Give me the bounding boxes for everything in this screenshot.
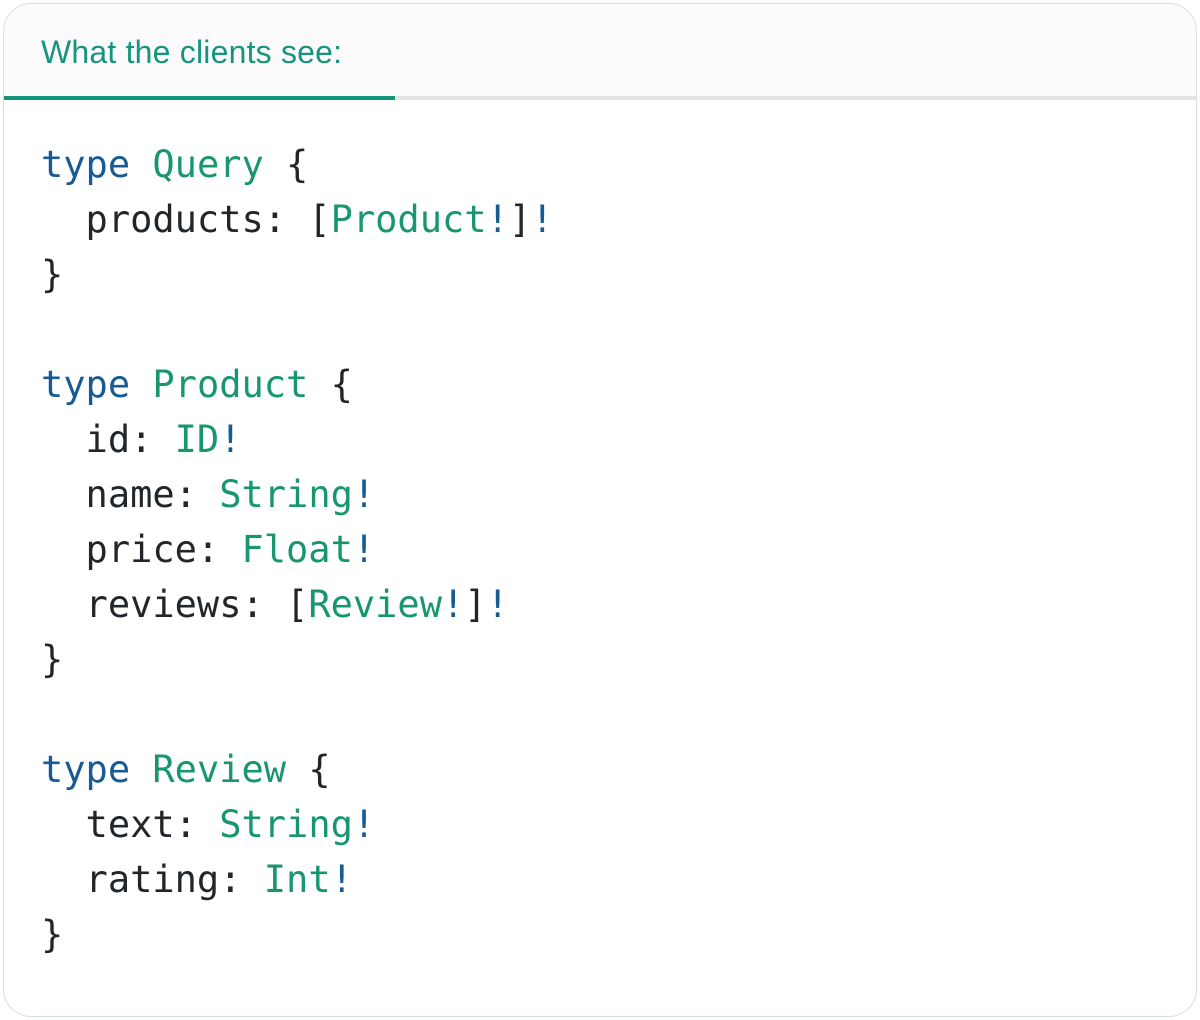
header-divider [4, 96, 1196, 100]
code-token-type: Review [308, 583, 442, 626]
code-token-plain: { [263, 143, 309, 186]
code-token-keyword: ! [352, 528, 376, 571]
code-line: } [41, 907, 1156, 962]
code-line [41, 687, 1156, 742]
code-line: id: ID! [41, 412, 1156, 467]
code-token-plain: } [41, 913, 64, 956]
code-line: price: Float! [41, 522, 1156, 577]
code-block: type Query { products: [Product!]!} type… [4, 100, 1196, 962]
code-line: products: [Product!]! [41, 192, 1156, 247]
code-token-type: ID [174, 418, 220, 461]
code-line [41, 302, 1156, 357]
panel-header: What the clients see: [4, 4, 1196, 96]
code-token-plain [130, 143, 152, 186]
code-token-plain: ] [508, 198, 532, 241]
code-line: text: String! [41, 797, 1156, 852]
code-token-plain: rating: [41, 858, 264, 901]
code-token-keyword: ! [486, 198, 509, 241]
code-token-keyword: ! [531, 198, 554, 241]
code-token-keyword: ! [352, 803, 376, 846]
code-token-plain: name: [41, 473, 220, 516]
code-token-plain [130, 748, 152, 791]
code-panel: What the clients see: type Query { produ… [3, 3, 1197, 1017]
tab-what-clients-see[interactable]: What the clients see: [4, 4, 387, 96]
code-token-plain: { [308, 363, 353, 406]
code-token-keyword: ! [486, 583, 509, 626]
code-token-type: String [219, 473, 353, 516]
code-token-plain: price: [41, 528, 242, 571]
code-token-plain: products: [ [41, 198, 331, 241]
code-line: reviews: [Review!]! [41, 577, 1156, 632]
code-token-keyword: ! [352, 473, 376, 516]
code-token-type: Float [241, 528, 353, 571]
code-token-plain [130, 363, 152, 406]
code-line: rating: Int! [41, 852, 1156, 907]
code-token-plain: text: [41, 803, 220, 846]
code-token-plain: } [41, 253, 64, 296]
code-token-plain: { [286, 748, 331, 791]
code-token-plain: ] [464, 583, 487, 626]
code-token-type: Review [152, 748, 287, 791]
code-line: name: String! [41, 467, 1156, 522]
code-line: } [41, 632, 1156, 687]
code-token-plain: reviews: [ [41, 583, 309, 626]
code-token-keyword: type [41, 363, 131, 406]
code-token-keyword: type [41, 748, 131, 791]
code-token-type: String [219, 803, 353, 846]
code-line: } [41, 247, 1156, 302]
code-line: type Review { [41, 742, 1156, 797]
code-token-type: Product [330, 198, 487, 241]
code-line: type Query { [41, 137, 1156, 192]
code-token-type: Query [152, 143, 264, 186]
tab-label: What the clients see: [41, 34, 343, 70]
code-token-plain: } [41, 638, 64, 681]
code-token-type: Product [152, 363, 309, 406]
code-token-keyword: ! [219, 418, 242, 461]
code-token-keyword: ! [441, 583, 465, 626]
code-token-plain: id: [41, 418, 175, 461]
code-token-keyword: ! [330, 858, 353, 901]
code-line: type Product { [41, 357, 1156, 412]
code-token-keyword: type [41, 143, 131, 186]
active-tab-indicator [4, 96, 395, 100]
code-token-type: Int [263, 858, 331, 901]
